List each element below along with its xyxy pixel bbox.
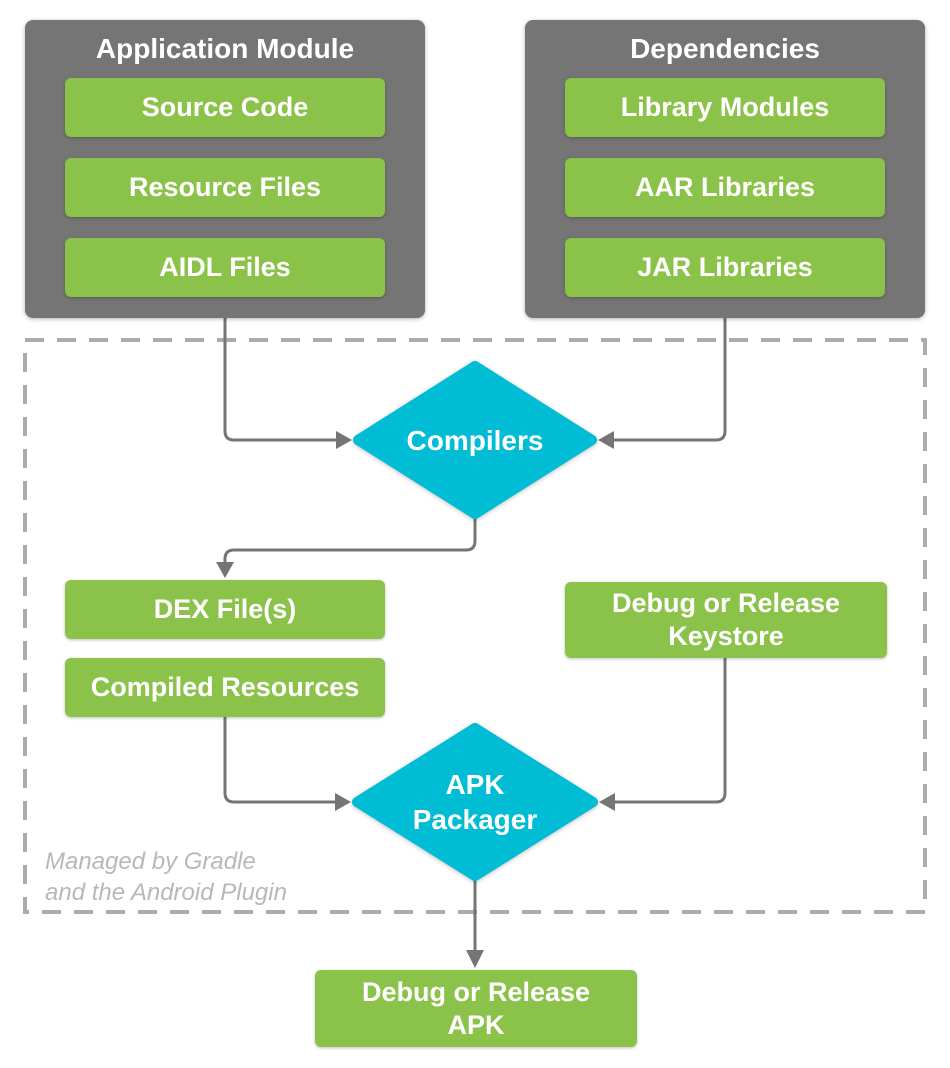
output-apk-box-line2: APK <box>447 1009 505 1040</box>
source-code-box: Source Code <box>65 78 385 137</box>
arrowhead-packager-to-apk <box>466 950 484 968</box>
aar-libraries-box: AAR Libraries <box>565 158 885 217</box>
compilers-diamond <box>353 361 597 519</box>
arrowhead-compilers-to-dex <box>216 562 234 578</box>
library-modules-box: Library Modules <box>565 78 885 137</box>
gradle-note-line1: Managed by Gradle <box>45 848 256 875</box>
dex-files-box: DEX File(s) <box>65 580 385 639</box>
connector-dependencies-to-compilers <box>614 318 727 442</box>
dependencies-title: Dependencies <box>630 33 820 64</box>
jar-libraries-box: JAR Libraries <box>565 238 885 297</box>
arrowhead-resources-to-packager <box>335 793 351 811</box>
keystore-box: Debug or Release Keystore <box>565 582 887 658</box>
apk-packager-diamond <box>352 723 598 881</box>
connector-keystore-to-packager <box>615 658 727 804</box>
keystore-box-line2: Keystore <box>668 621 784 651</box>
aidl-files-box: AIDL Files <box>65 238 385 297</box>
output-apk-box: Debug or Release APK <box>315 970 637 1047</box>
compiled-resources-box: Compiled Resources <box>65 658 385 717</box>
connector-resources-to-packager <box>223 717 335 804</box>
keystore-box-line1: Debug or Release <box>611 588 841 619</box>
resource-files-box: Resource Files <box>65 158 385 217</box>
arrowhead-dependencies-to-compilers <box>598 431 614 449</box>
application-module-panel: Application Module Source Code Resource … <box>25 20 425 318</box>
arrowhead-keystore-to-packager <box>599 793 615 811</box>
connector-app-module-to-compilers <box>223 318 336 442</box>
gradle-note-line2: and the Android Plugin <box>45 879 287 906</box>
arrowhead-app-module-to-compilers <box>336 431 352 449</box>
connector-compilers-to-dex <box>223 517 477 562</box>
gradle-note: Managed by Gradle and the Android Plugin <box>45 846 287 908</box>
output-apk-box-line1: Debug or Release <box>361 976 591 1007</box>
dependencies-panel: Dependencies Library Modules AAR Librari… <box>525 20 925 318</box>
application-module-title: Application Module <box>95 33 355 64</box>
